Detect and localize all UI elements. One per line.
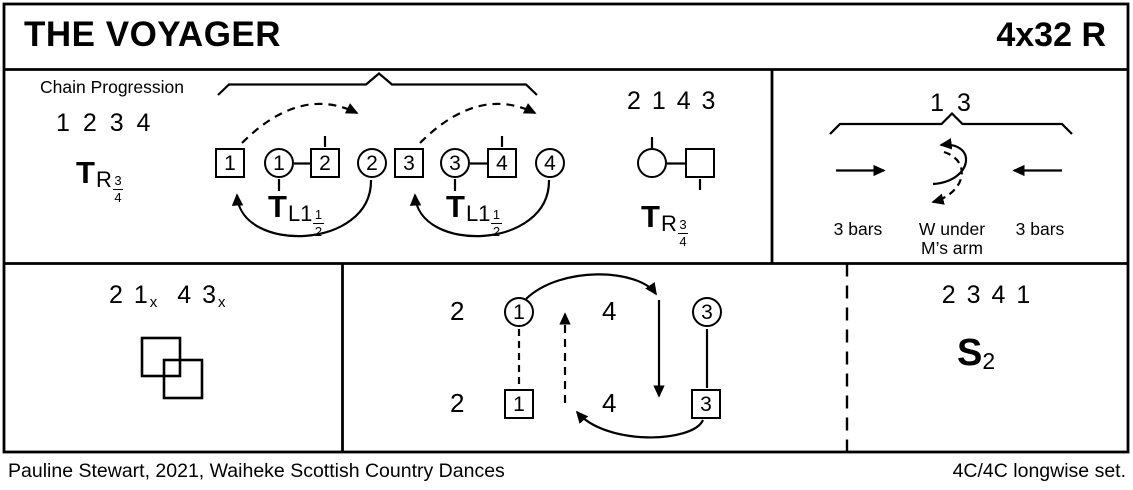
turn-hand: R	[660, 211, 677, 236]
fraction: 1 2	[491, 207, 502, 239]
arch-panel-linework	[829, 111, 1073, 205]
fraction: 1 2	[313, 207, 324, 239]
fraction-numerator: 1	[491, 207, 502, 224]
position-number: 4	[602, 296, 617, 326]
dancer-woman-2: 2	[357, 148, 387, 178]
crossed-marker-a: x	[149, 294, 160, 311]
fraction-numerator: 1	[313, 207, 324, 224]
credit-text: Pauline Stewart, 2021, Waiheke Scottish …	[8, 460, 505, 482]
man-turn-arc	[932, 138, 968, 186]
turn-hand: R	[95, 167, 112, 192]
fraction: 3 4	[112, 173, 124, 205]
fraction-denominator: 2	[492, 223, 501, 239]
position-number: 2	[450, 296, 465, 326]
dance-title: THE VOYAGER	[24, 15, 282, 54]
overlap-square-1	[140, 336, 182, 378]
turn-right-three-quarter-symbol-2: T R 3 4	[641, 199, 689, 248]
set-twice-symbol: S 2	[957, 332, 996, 374]
set-letter: S	[957, 332, 983, 374]
dancer-woman-1: 1	[504, 297, 534, 327]
dancer-man-2: 2	[310, 148, 340, 178]
turn-left-arc-1	[231, 179, 373, 238]
arch-center-label-line1: W under	[918, 219, 986, 239]
arch-center-label-line2: M’s arm	[921, 238, 983, 258]
overlapping-squares-symbol	[140, 336, 204, 400]
turn-left-1-5-symbol-a: T L1 1 2	[268, 189, 324, 238]
fraction-numerator: 3	[677, 217, 689, 234]
turn-letter: T	[76, 155, 95, 190]
set-order-numbers: 2 3 4 1	[941, 281, 1033, 309]
chain-progression-label: Chain Progression	[40, 77, 184, 97]
fraction: 3 4	[677, 217, 689, 249]
fraction-numerator: 3	[112, 173, 124, 190]
dancer-man-4: 4	[487, 148, 517, 178]
cast-arc-bottom	[575, 410, 705, 439]
set-count: 2	[982, 348, 996, 374]
fraction-denominator: 2	[314, 223, 323, 239]
chain-overbrace	[217, 72, 538, 96]
grid-borders	[2, 2, 1130, 454]
woman-symbol	[637, 148, 667, 178]
turn-letter: T	[268, 189, 287, 224]
track-panel-linework	[517, 273, 709, 439]
turn-letter: T	[641, 199, 660, 234]
dancer-man-3: 3	[394, 148, 424, 178]
position-number: 2	[450, 388, 465, 418]
chain-progression-linework	[217, 72, 702, 238]
turn-hand: L1	[465, 201, 491, 226]
arch-right-bars-label: 3 bars	[1015, 219, 1065, 239]
set-type-text: 4C/4C longwise set.	[952, 460, 1126, 482]
crossed-marker-b: x	[218, 294, 228, 311]
turn-letter: T	[446, 189, 465, 224]
cast-arc-top	[525, 273, 657, 300]
dancer-woman-3: 3	[692, 297, 722, 327]
dancer-woman-1: 1	[264, 148, 294, 178]
dancer-man-1: 1	[215, 148, 245, 178]
order-part-a: 2 1	[109, 281, 150, 309]
man-symbol	[685, 148, 715, 178]
fraction-denominator: 4	[679, 233, 687, 249]
start-order-numbers: 1 2 3 4	[56, 109, 154, 137]
dancer-woman-3: 3	[440, 148, 470, 178]
fraction-denominator: 4	[114, 189, 122, 205]
arch-left-bars-label: 3 bars	[833, 219, 883, 239]
woman-under-arm-arc	[931, 150, 963, 205]
dancer-man-1: 1	[504, 389, 534, 419]
dashed-travel-arc-2	[419, 102, 537, 144]
turn-right-three-quarter-symbol: T R 3 4	[76, 155, 124, 204]
dashed-travel-arc-1	[241, 102, 359, 144]
turn-hand: L1	[287, 201, 313, 226]
turn-left-1-5-symbol-b: T L1 1 2	[446, 189, 502, 238]
arch-couples-numbers: 1 3	[930, 89, 974, 117]
overlap-square-2	[162, 358, 204, 400]
outer-border	[2, 2, 1130, 454]
dancer-woman-4: 4	[535, 148, 565, 178]
dance-repeat-badge: 4x32 R	[996, 16, 1106, 54]
end-order-numbers: 2 1 4 3	[627, 87, 718, 115]
position-number: 4	[602, 388, 617, 418]
arch-overbrace	[829, 111, 1073, 135]
turn-left-arc-2	[409, 179, 551, 238]
order-part-b: 4 3	[177, 281, 219, 309]
dancer-man-3: 3	[691, 389, 721, 419]
